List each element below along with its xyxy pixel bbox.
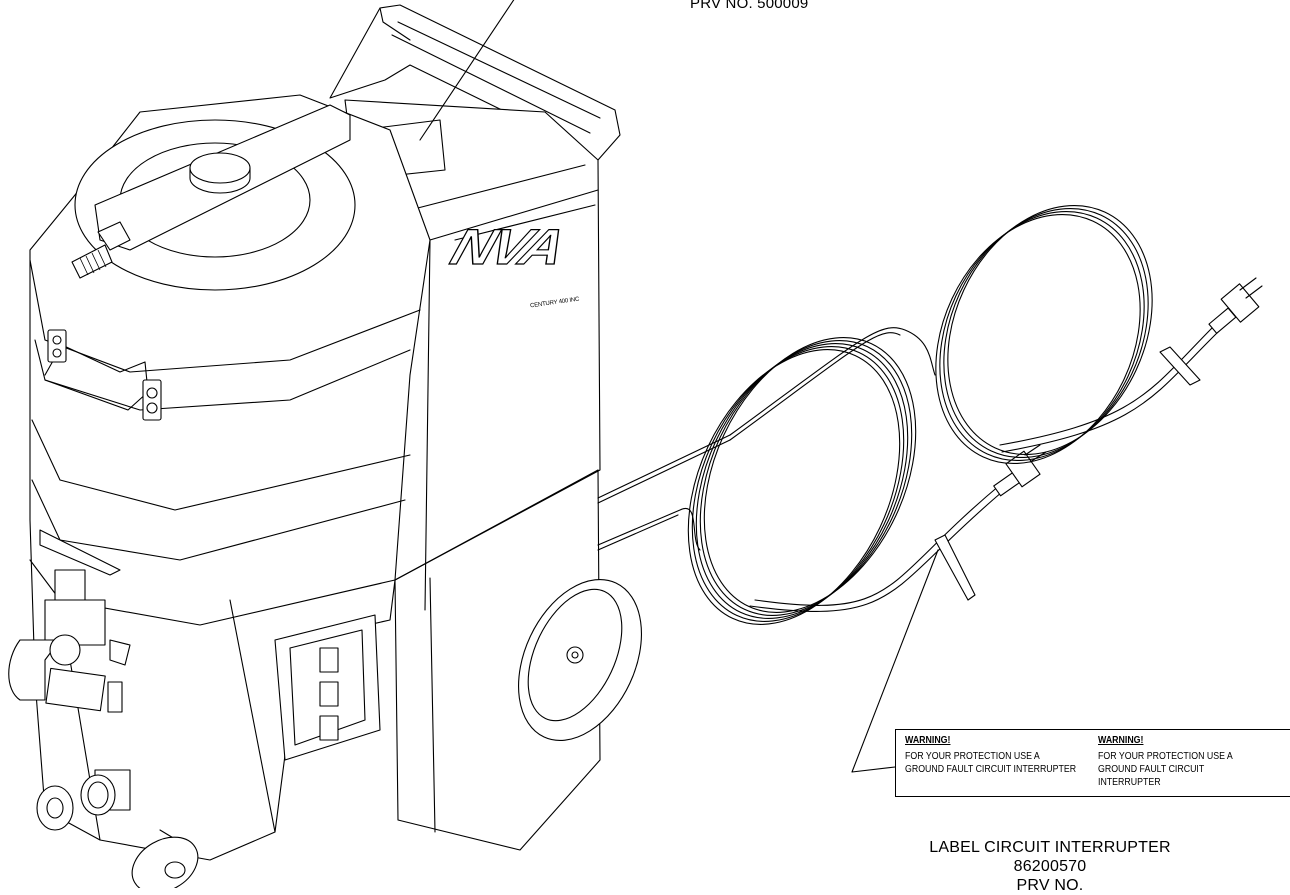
lid-knob bbox=[189, 152, 251, 184]
power-cord-1 bbox=[597, 337, 1047, 625]
tank-lid bbox=[71, 104, 356, 291]
caster-left bbox=[36, 785, 74, 831]
tank-side-handle bbox=[44, 329, 162, 421]
caster-right bbox=[131, 829, 199, 888]
warning-heading: WARNING! bbox=[1098, 735, 1144, 746]
hose-connector bbox=[71, 221, 131, 279]
circuit-label-extra: PRV NO. bbox=[1016, 877, 1084, 894]
warning-heading: WARNING! bbox=[905, 735, 951, 746]
warning-text-line: GROUND FAULT CIRCUIT INTERRUPTER bbox=[905, 764, 1077, 775]
front-fitting bbox=[80, 769, 131, 816]
circuit-label-callout: LABEL CIRCUIT INTERRUPTER 86200570 PRV N… bbox=[905, 838, 1195, 895]
warning-leader-line bbox=[851, 549, 939, 773]
circuit-label-part: 86200570 bbox=[1013, 858, 1087, 875]
brand-area-line bbox=[454, 204, 596, 241]
brand-logo: NVA bbox=[444, 218, 570, 275]
warning-label: WARNING! FOR YOUR PROTECTION USE A GROUN… bbox=[895, 729, 1290, 797]
switch-panel bbox=[274, 614, 381, 761]
drain-valve-assembly bbox=[8, 529, 131, 713]
power-cord-2 bbox=[729, 204, 1263, 465]
circuit-label-title: LABEL CIRCUIT INTERRUPTER bbox=[929, 839, 1171, 856]
warning-text-line: FOR YOUR PROTECTION USE A bbox=[905, 751, 1040, 762]
rear-wheel bbox=[518, 578, 642, 742]
warning-text-line: FOR YOUR PROTECTION USE A bbox=[1098, 751, 1233, 762]
prv-leader-line bbox=[419, 0, 515, 141]
warning-text-line: GROUND FAULT CIRCUIT INTERRUPTER bbox=[1098, 764, 1205, 788]
warning-column-2: WARNING! FOR YOUR PROTECTION USE A GROUN… bbox=[1098, 734, 1268, 789]
prv-callout: PRV NO. 500009 bbox=[690, 0, 809, 12]
cord-label-tag bbox=[934, 534, 976, 601]
warning-column-1: WARNING! FOR YOUR PROTECTION USE A GROUN… bbox=[905, 734, 1076, 776]
